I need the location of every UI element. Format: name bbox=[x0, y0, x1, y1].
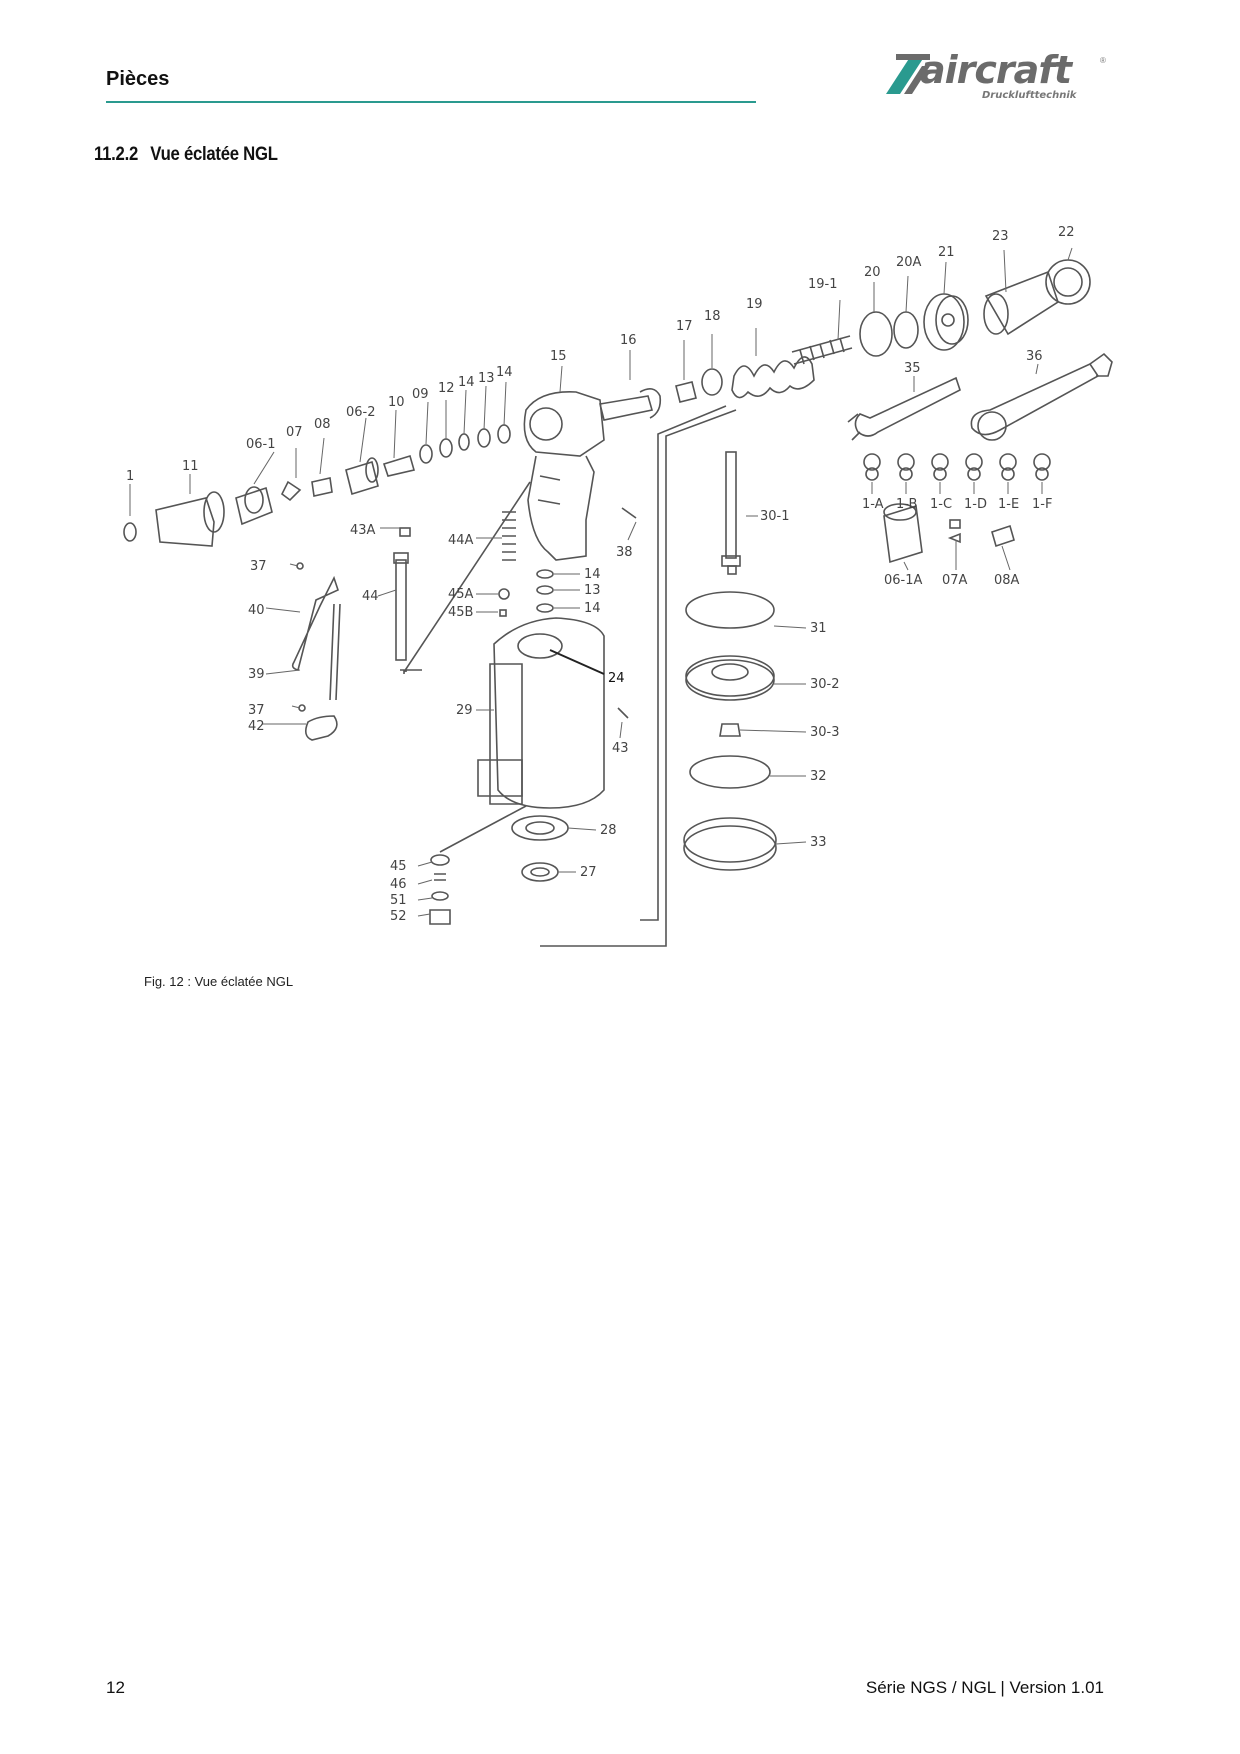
part-label: 24 bbox=[608, 671, 625, 686]
part-label: 52 bbox=[390, 909, 407, 924]
part-label: 44A bbox=[448, 533, 474, 548]
part-label: 08 bbox=[314, 417, 331, 432]
header-rule bbox=[106, 101, 756, 103]
aircraft-logo: aircraft ® Drucklufttechnik bbox=[882, 44, 1112, 110]
part-label: 18 bbox=[704, 309, 721, 324]
part-label: 20 bbox=[864, 265, 881, 280]
part-label: 30-3 bbox=[810, 725, 840, 740]
part-label: 13 bbox=[478, 371, 495, 386]
part-label: 43 bbox=[612, 741, 629, 756]
part-label: 42 bbox=[248, 719, 265, 734]
part-label: 1-F bbox=[1032, 497, 1052, 512]
part-label: 40 bbox=[248, 603, 265, 618]
part-label: 45 bbox=[390, 859, 407, 874]
footer-series-version: Série NGS / NGL | Version 1.01 bbox=[865, 1678, 1104, 1697]
part-label: 45B bbox=[448, 605, 473, 620]
part-label: 12 bbox=[438, 381, 455, 396]
part-label: 21 bbox=[938, 245, 955, 260]
part-label: 44 bbox=[362, 589, 379, 604]
part-label: 39 bbox=[248, 667, 265, 682]
part-label: 35 bbox=[904, 361, 921, 376]
part-label: 37 bbox=[250, 559, 267, 574]
part-label: 06-1A bbox=[884, 573, 923, 588]
part-label: 1-E bbox=[998, 497, 1019, 512]
part-label: 29 bbox=[456, 703, 473, 718]
part-label: 07A bbox=[942, 573, 968, 588]
part-label: 11 bbox=[182, 459, 199, 474]
part-label: 30-1 bbox=[760, 509, 790, 524]
part-label: 14 bbox=[584, 567, 601, 582]
logo-registered-mark: ® bbox=[1100, 56, 1106, 65]
part-label: 1-D bbox=[964, 497, 987, 512]
footer-page-number: 12 bbox=[106, 1678, 125, 1697]
part-label: 38 bbox=[616, 545, 633, 560]
part-label: 15 bbox=[550, 349, 567, 364]
part-label: 16 bbox=[620, 333, 637, 348]
part-label: 30-2 bbox=[810, 677, 840, 692]
part-label: 14 bbox=[496, 365, 513, 380]
logo-subtitle: Drucklufttechnik bbox=[982, 90, 1077, 101]
part-label: 37 bbox=[248, 703, 265, 718]
logo-wordmark: aircraft bbox=[920, 48, 1072, 92]
logo-mark-icon bbox=[886, 54, 930, 94]
part-label: 23 bbox=[992, 229, 1009, 244]
page-header-title: Pièces bbox=[106, 68, 170, 90]
part-label: 1 bbox=[126, 469, 134, 484]
part-label: 06-1 bbox=[246, 437, 276, 452]
section-number: 11.2.2 bbox=[94, 144, 138, 165]
part-label: 14 bbox=[458, 375, 475, 390]
part-label: 14 bbox=[584, 601, 601, 616]
part-label: 19 bbox=[746, 297, 763, 312]
part-label: 43A bbox=[350, 523, 376, 538]
part-label: 31 bbox=[810, 621, 827, 636]
part-label: 51 bbox=[390, 893, 407, 908]
figure-caption: Fig. 12 : Vue éclatée NGL bbox=[144, 974, 294, 989]
part-label: 09 bbox=[412, 387, 429, 402]
part-label: 13 bbox=[584, 583, 601, 598]
part-label: 17 bbox=[676, 319, 693, 334]
part-label: 1-B bbox=[896, 497, 917, 512]
part-label: 06-2 bbox=[346, 405, 376, 420]
part-label: 1-A bbox=[862, 497, 884, 512]
section-title: Vue éclatée NGL bbox=[150, 144, 278, 165]
part-label: 08A bbox=[994, 573, 1020, 588]
part-label: 22 bbox=[1058, 225, 1075, 240]
part-label: 1-C bbox=[930, 497, 952, 512]
part-label: 19-1 bbox=[808, 277, 838, 292]
part-label: 33 bbox=[810, 835, 827, 850]
section-heading: 11.2.2 Vue éclatée NGL bbox=[94, 144, 278, 166]
part-label: 20A bbox=[896, 255, 922, 270]
part-label: 28 bbox=[600, 823, 617, 838]
part-label: 36 bbox=[1026, 349, 1043, 364]
part-label: 07 bbox=[286, 425, 303, 440]
part-label: 10 bbox=[388, 395, 405, 410]
part-label: 45A bbox=[448, 587, 474, 602]
part-label: 32 bbox=[810, 769, 827, 784]
part-label: 46 bbox=[390, 877, 407, 892]
part-label: 27 bbox=[580, 865, 597, 880]
